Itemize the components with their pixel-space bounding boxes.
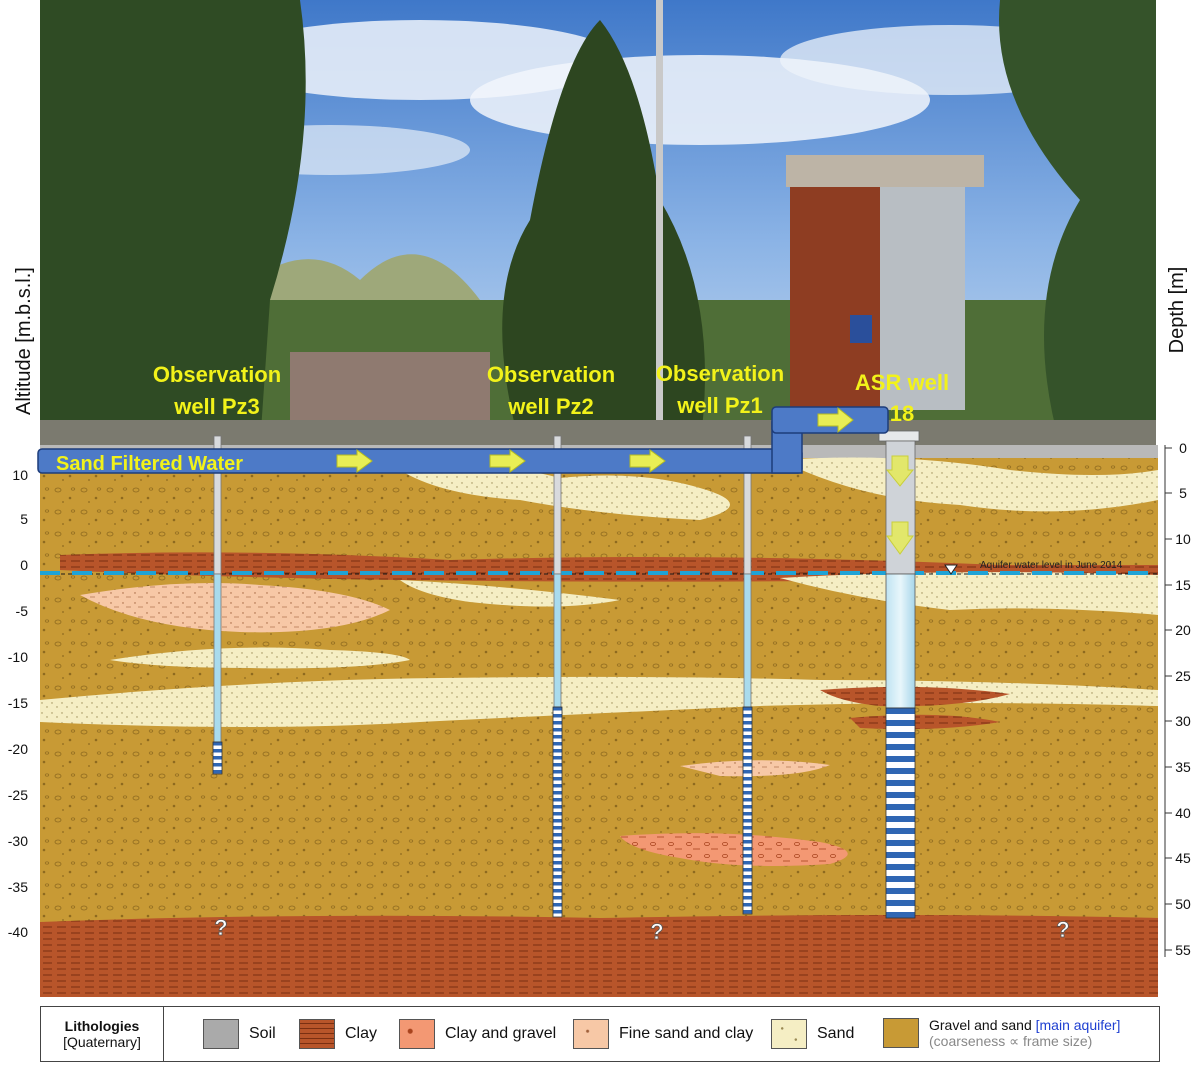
legend-label-sand: Sand	[817, 1025, 855, 1042]
well-pz2	[552, 435, 563, 918]
depth-tick: 0	[1179, 440, 1187, 456]
well-screen	[212, 741, 223, 775]
sand-lens	[780, 457, 1158, 512]
well-screen	[552, 706, 563, 918]
well-label-pz3-line1: Observation	[153, 362, 281, 387]
water-level-marker-icon	[944, 564, 958, 575]
depth-tick: 45	[1175, 850, 1191, 866]
altitude-tick: -10	[8, 649, 28, 665]
well-label-pz1-line2: well Pz1	[676, 393, 763, 418]
well-label-pz2-line2: well Pz2	[507, 394, 594, 419]
fine-sand-clay-lens	[680, 760, 830, 777]
sand-swatch	[771, 1019, 807, 1049]
site-photo	[40, 0, 1156, 445]
legend-label-clay-gravel: Clay and gravel	[445, 1025, 557, 1042]
well-label-asr-line1: ASR well	[855, 370, 949, 395]
clay-gravel-lens	[620, 833, 848, 866]
legend-label-fine-sand-clay: Fine sand and clay	[619, 1025, 754, 1042]
fine-sand-clay-swatch	[573, 1019, 609, 1049]
well-labels: Observation well Pz3 Observation well Pz…	[153, 361, 949, 426]
altitude-tick: -25	[8, 787, 28, 803]
depth-tick: 35	[1175, 759, 1191, 775]
clay-base-layer	[40, 915, 1158, 997]
altitude-tick: -15	[8, 695, 28, 711]
well-label-pz3-line2: well Pz3	[173, 394, 260, 419]
sand-lens	[110, 647, 410, 669]
legend-title: Lithologies	[64, 1018, 140, 1034]
depth-tick: 50	[1175, 896, 1191, 912]
legend-label-gravel-sand: Gravel and sand	[929, 1017, 1032, 1033]
well-pz1	[742, 435, 753, 915]
altitude-tick: 0	[20, 557, 28, 573]
depth-tick: 40	[1175, 805, 1191, 821]
legend-item-gravel-sand: Gravel and sand [main aquifer] (coarsene…	[883, 1017, 1120, 1049]
flow-arrow-icon	[489, 449, 526, 473]
legend-item-soil: Soil	[203, 1019, 276, 1049]
well-water-column	[885, 573, 916, 709]
well-label-pz2-line1: Observation	[487, 362, 615, 387]
legend-label-soil: Soil	[249, 1025, 276, 1042]
clay-swatch	[299, 1019, 335, 1049]
legend-subtitle: [Quaternary]	[63, 1034, 141, 1050]
depth-tick: 10	[1175, 531, 1191, 547]
subsurface-layers	[40, 445, 1158, 997]
well-label-pz1-line1: Observation	[656, 361, 784, 386]
pipe-label: Sand Filtered Water	[56, 453, 243, 475]
unknown-depth-mark: ?	[1056, 917, 1069, 942]
flow-down-arrow-icon	[886, 521, 914, 555]
sand-filtered-water-pipe: Sand Filtered Water	[37, 406, 889, 475]
clay-gravel-swatch	[399, 1019, 435, 1049]
well-screen	[742, 706, 753, 915]
depth-axis: Depth [m] 0 5 10 15 20 25 30 35 40 45 50…	[1164, 267, 1191, 958]
depth-tick: 5	[1179, 485, 1187, 501]
flow-arrow-icon	[817, 406, 854, 434]
fine-sand-clay-lens	[80, 582, 390, 633]
legend-item-fine-sand-clay: Fine sand and clay	[573, 1019, 753, 1049]
altitude-tick: 5	[20, 511, 28, 527]
asr-well-18	[878, 430, 920, 919]
well-label-asr-line2: 18	[890, 401, 914, 426]
altitude-tick: -35	[8, 879, 28, 895]
altitude-tick: -20	[8, 741, 28, 757]
depth-tick: 30	[1175, 713, 1191, 729]
legend-label-main-aquifer: [main aquifer]	[1035, 1017, 1121, 1033]
legend-label-coarseness: (coarseness ∝ frame size)	[929, 1033, 1093, 1049]
depth-axis-label: Depth [m]	[1166, 267, 1188, 354]
water-level-label: Aquifer water level in June 2014	[980, 560, 1123, 571]
gravel-sand-swatch	[883, 1018, 919, 1048]
legend-label-gravel-sand-block: Gravel and sand [main aquifer] (coarsene…	[929, 1017, 1120, 1049]
depth-tick: 20	[1175, 622, 1191, 638]
sand-lens	[780, 572, 1158, 615]
altitude-axis: Altitude [m.b.s.l.] 10 5 0 -5 -10 -15 -2…	[8, 267, 35, 940]
well-pz3	[212, 435, 223, 775]
soil-swatch	[203, 1019, 239, 1049]
well-water-column	[743, 573, 752, 708]
unknown-depth-mark: ?	[214, 915, 227, 940]
sand-lens	[400, 464, 730, 520]
legend-title-block: Lithologies [Quaternary]	[41, 1007, 164, 1061]
flow-arrow-icon	[629, 449, 666, 473]
unknown-depth-mark: ?	[650, 919, 663, 944]
flow-arrow-icon	[336, 449, 373, 473]
altitude-axis-label: Altitude [m.b.s.l.]	[13, 267, 35, 415]
flow-down-arrow-icon	[885, 455, 915, 487]
depth-tick: 15	[1175, 577, 1191, 593]
lithology-legend: Lithologies [Quaternary] Soil Clay Clay …	[40, 1006, 1160, 1062]
depth-tick: 55	[1175, 942, 1191, 958]
legend-item-clay: Clay	[299, 1019, 377, 1049]
legend-item-clay-gravel: Clay and gravel	[399, 1019, 556, 1049]
well-water-column	[213, 573, 222, 743]
legend-label-clay: Clay	[345, 1025, 378, 1042]
well-screen	[885, 707, 916, 919]
well-water-column	[553, 573, 562, 708]
legend-item-sand: Sand	[771, 1019, 854, 1049]
depth-tick: 25	[1175, 668, 1191, 684]
altitude-tick: 10	[12, 467, 28, 483]
altitude-tick: -40	[8, 924, 28, 940]
altitude-tick: -5	[16, 603, 29, 619]
altitude-tick: -30	[8, 833, 28, 849]
sand-lens	[400, 580, 620, 607]
